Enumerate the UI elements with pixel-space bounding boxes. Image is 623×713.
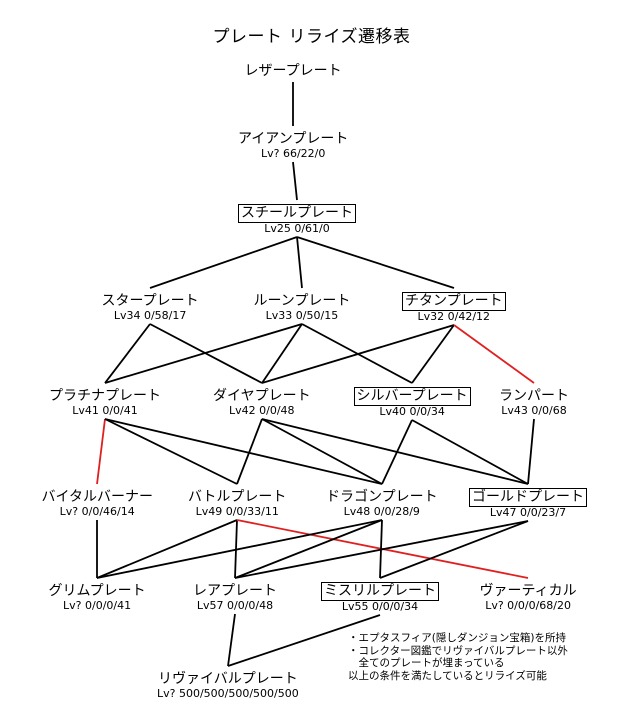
edge-titan-to-silver	[411, 324, 455, 384]
node-star-plate: スタープレート Lv34 0/58/17	[100, 290, 201, 322]
node-name: ルーンプレート	[253, 293, 351, 309]
edge-diamond-to-battle	[236, 418, 263, 485]
node-stats: Lv? 0/0/0/41	[63, 599, 132, 612]
edge-silver-to-dragon	[381, 419, 413, 485]
edge-steel-to-titan	[296, 236, 455, 289]
edge-rune-to-diamond	[261, 323, 303, 384]
node-name: スタープレート	[101, 293, 199, 309]
edge-rare-to-revival	[227, 613, 236, 667]
node-stats: Lv? 0/0/0/68/20	[485, 599, 571, 612]
edge-steel-to-rune	[296, 236, 303, 289]
edge-gold-to-rare	[234, 520, 529, 579]
node-gold-plate: ゴールドプレート Lv47 0/0/23/7	[469, 486, 587, 519]
edge-titan-to-diamond	[261, 324, 455, 384]
node-name: ランパート	[499, 388, 569, 404]
edge-platina-to-dragon	[104, 418, 383, 485]
node-iron-plate: アイアンプレート Lv? 66/22/0	[236, 128, 350, 160]
node-stats: Lv? 500/500/500/500/500	[156, 687, 299, 700]
node-stats: Lv33 0/50/15	[265, 309, 339, 322]
edge-rampart-to-gold	[527, 418, 535, 485]
node-silver-plate: シルバープレート Lv40 0/0/34	[353, 385, 471, 418]
node-rune-plate: ルーンプレート Lv33 0/50/15	[252, 290, 353, 322]
node-stats: Lv41 0/0/41	[72, 404, 138, 417]
note-line: 全てのプレートが埋まっている	[348, 657, 505, 669]
edge-mithril-to-revival	[227, 614, 381, 667]
node-grim-plate: グリムプレート Lv? 0/0/0/41	[47, 580, 148, 612]
node-name: バトルプレート	[188, 489, 287, 505]
edge-dragon-to-rare	[234, 519, 383, 579]
edge-titan-to-rampart	[453, 324, 535, 384]
node-leather-plate: レザープレート	[243, 60, 344, 80]
node-name: スチールプレート	[238, 204, 356, 223]
node-steel-plate: スチールプレート Lv25 0/61/0	[238, 202, 356, 235]
note-line: 以上の条件を満たしているとリライズ可能	[348, 669, 547, 682]
node-stats: Lv34 0/58/17	[113, 309, 187, 322]
node-name: シルバープレート	[353, 387, 471, 406]
edge-silver-to-gold	[411, 419, 529, 485]
edge-steel-to-star	[149, 236, 298, 289]
node-platina-plate: プラチナプレート Lv41 0/0/41	[47, 385, 163, 417]
node-name: レザープレート	[244, 63, 342, 79]
node-name: プラチナプレート	[49, 388, 161, 404]
node-stats: Lv? 66/22/0	[260, 147, 326, 160]
node-rare-plate: レアプレート Lv57 0/0/0/48	[191, 580, 279, 612]
node-name: ゴールドプレート	[469, 488, 587, 507]
node-stats: Lv? 0/0/46/14	[59, 505, 135, 518]
node-stats: Lv49 0/0/33/11	[195, 505, 279, 518]
edge-dragon-to-grim	[96, 519, 383, 579]
node-battle-plate: バトルプレート Lv49 0/0/33/11	[186, 486, 288, 518]
diagram-title: プレート リライズ遷移表	[212, 27, 411, 47]
node-name: グリムプレート	[48, 583, 146, 599]
node-vertical: ヴァーティカル Lv? 0/0/0/68/20	[478, 580, 579, 612]
node-name: ミスリルプレート	[321, 582, 439, 601]
node-vital-burner: バイタルバーナー Lv? 0/0/46/14	[40, 486, 155, 518]
edge-iron-to-steel	[292, 161, 298, 201]
node-name: バイタルバーナー	[41, 489, 153, 505]
conditions-note: ・エプタスフィア(隠しダンジョン宝箱)を所持 ・コレクター図鑑でリヴァイバルプレ…	[348, 632, 568, 682]
edge-rune-to-platina	[104, 323, 303, 384]
node-stats: Lv48 0/0/28/9	[343, 505, 420, 518]
note-line: ・エプタスフィア(隠しダンジョン宝箱)を所持	[348, 632, 566, 644]
node-stats: Lv40 0/0/34	[379, 405, 445, 418]
edge-star-to-platina	[104, 323, 151, 384]
node-stats: Lv43 0/0/68	[501, 404, 567, 417]
node-stats: Lv32 0/42/12	[417, 310, 491, 323]
node-name: チタンプレート	[402, 292, 506, 311]
node-revival-plate: リヴァイバルプレート Lv? 500/500/500/500/500	[156, 668, 300, 700]
node-diamond-plate: ダイヤプレート Lv42 0/0/48	[211, 385, 313, 417]
edge-platina-to-battle	[104, 418, 238, 485]
node-stats: Lv55 0/0/0/34	[341, 600, 419, 613]
node-stats: Lv25 0/61/0	[264, 222, 330, 235]
node-name: リヴァイバルプレート	[158, 671, 298, 687]
edge-diamond-to-dragon	[261, 418, 383, 485]
edge-diamond-to-gold	[261, 418, 529, 485]
note-line: ・コレクター図鑑でリヴァイバルプレート以外	[348, 644, 568, 657]
node-name: ドラゴンプレート	[326, 489, 438, 505]
node-stats: Lv42 0/0/48	[229, 404, 295, 417]
edge-platina-to-vital	[96, 418, 106, 485]
node-stats: Lv47 0/0/23/7	[489, 506, 567, 519]
node-name: ダイヤプレート	[213, 388, 311, 404]
node-name: ヴァーティカル	[479, 583, 577, 599]
node-stats: Lv57 0/0/0/48	[196, 599, 274, 612]
edge-gold-to-mithril	[379, 520, 529, 579]
edge-battle-to-grim	[96, 519, 238, 579]
node-name: アイアンプレート	[238, 131, 349, 147]
node-titan-plate: チタンプレート Lv32 0/42/12	[402, 290, 506, 323]
node-rampart: ランパート Lv43 0/0/68	[497, 385, 571, 417]
node-dragon-plate: ドラゴンプレート Lv48 0/0/28/9	[324, 486, 440, 518]
node-mithril-plate: ミスリルプレート Lv55 0/0/0/34	[321, 580, 439, 613]
node-name: レアプレート	[193, 583, 277, 599]
